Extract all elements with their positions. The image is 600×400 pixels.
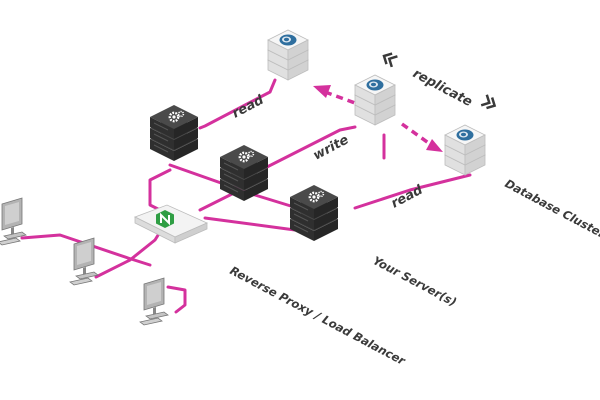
read-label-bottom: read [389,182,426,211]
database-node-top [268,30,308,80]
replicate-label: replicate [410,66,475,110]
replicate-arrow-right-head [426,139,443,152]
link-write [263,125,357,170]
your-servers-label: Your Server(s) [371,253,459,309]
link-proxy-to-server-3 [203,216,297,232]
reverse-proxy-node [134,204,208,244]
replicate-left-marker-icon [382,52,398,68]
replication-links [324,90,432,146]
database-node-middle [355,75,395,125]
read-label-top: read [230,92,267,121]
app-server-2 [220,145,268,201]
nginx-logo-icon [156,210,174,228]
replicate-arrow-left-head [313,85,331,98]
write-label: write [311,132,352,163]
link-read-top [198,78,277,130]
client-computer-2 [69,237,99,286]
reverse-proxy-label: Reverse Proxy / Load Balancer [228,263,409,368]
replicate-link-left [324,90,356,105]
replicate-link-right [400,122,432,146]
app-server-3 [290,185,338,241]
database-node-right [445,125,485,175]
link-client-2 [94,230,162,279]
app-server-1 [150,105,198,161]
replicate-right-marker-icon [480,94,497,110]
client-computer-3 [139,277,169,326]
link-read-bottom [353,173,472,210]
link-client-3 [166,285,187,314]
database-cluster-label: Database Cluster [503,176,600,241]
